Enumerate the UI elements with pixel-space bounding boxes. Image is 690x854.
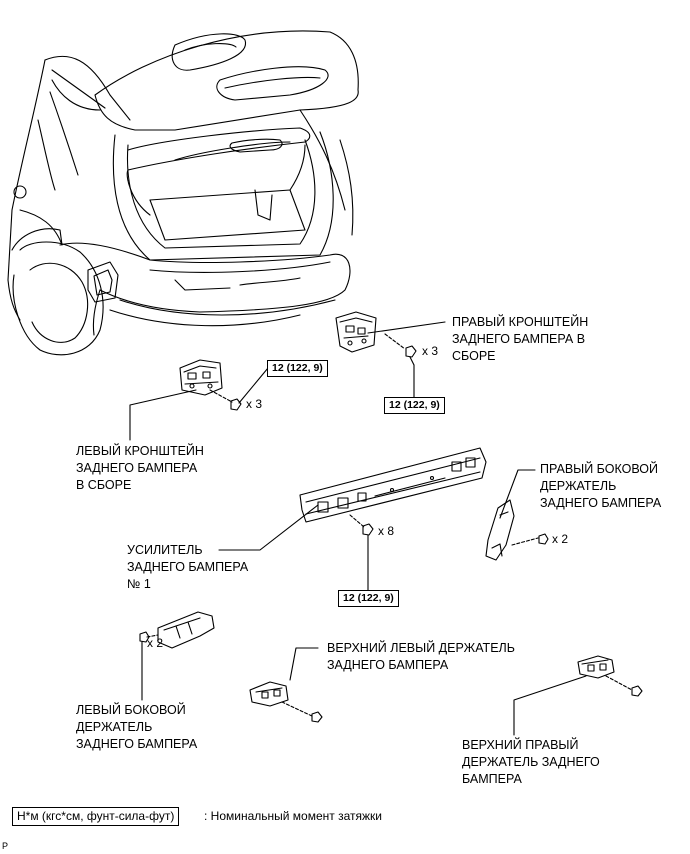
label-upper-right-retainer: ВЕРХНИЙ ПРАВЫЙ ДЕРЖАТЕЛЬ ЗАДНЕГО БАМПЕРА (462, 738, 600, 786)
right-side-retainer-leader (499, 469, 536, 519)
right-bracket-part (335, 311, 377, 353)
torque-legend-text: : Номинальный момент затяжки (204, 809, 382, 823)
label-left-bracket: ЛЕВЫЙ КРОНШТЕЙН ЗАДНЕГО БАМПЕРА В СБОРЕ (76, 444, 204, 492)
qty-left-side-retainer-screws: x 2 (147, 636, 164, 650)
left-side-retainer-screw (139, 631, 159, 643)
left-bracket-leader (129, 389, 197, 441)
label-left-side-retainer: ЛЕВЫЙ БОКОВОЙ ДЕРЖАТЕЛЬ ЗАДНЕГО БАМПЕРА (76, 703, 198, 751)
left-torque-leader (238, 367, 269, 404)
right-bracket-leader (367, 321, 446, 334)
reinforcement-bolt (349, 514, 374, 591)
upper-right-retainer-part (577, 655, 615, 679)
torque-reinforcement: 12 (122, 9) (338, 590, 399, 607)
reinforcement-part (299, 447, 487, 523)
qty-left-bracket-bolts: x 3 (246, 397, 263, 411)
vehicle-rear-illustration (7, 30, 359, 356)
torque-right-bracket: 12 (122, 9) (384, 397, 445, 414)
left-bracket-part (179, 359, 223, 396)
qty-right-bracket-bolts: x 3 (422, 344, 439, 358)
label-right-side-retainer: ПРАВЫЙ БОКОВОЙ ДЕРЖАТЕЛЬ ЗАДНЕГО БАМПЕРА (540, 462, 662, 510)
label-reinforcement: УСИЛИТЕЛЬ ЗАДНЕГО БАМПЕРА № 1 (127, 543, 249, 591)
label-upper-left-retainer: ВЕРХНИЙ ЛЕВЫЙ ДЕРЖАТЕЛЬ ЗАДНЕГО БАМПЕРА (327, 641, 515, 672)
torque-legend-box: Н*м (кгс*см, фунт-сила-фут) (12, 807, 180, 826)
right-bracket-bolt (384, 333, 417, 366)
qty-right-side-retainer-screws: x 2 (552, 532, 569, 546)
upper-right-retainer-leader (513, 675, 587, 736)
qty-reinforcement-bolts: x 8 (378, 524, 395, 538)
label-right-bracket: ПРАВЫЙ КРОНШТЕЙН ЗАДНЕГО БАМПЕРА В СБОРЕ (452, 315, 589, 363)
corner-mark: P (2, 841, 9, 851)
reinforcement-leader (218, 504, 319, 551)
upper-right-retainer-screw (605, 675, 643, 697)
left-side-retainer-part (157, 611, 215, 649)
upper-left-retainer-leader (289, 647, 319, 681)
left-bracket-bolt (209, 389, 242, 411)
right-side-retainer-screw (511, 533, 549, 546)
upper-left-retainer-part (249, 681, 289, 707)
torque-left-bracket: 12 (122, 9) (267, 360, 328, 377)
right-side-retainer-part (485, 499, 515, 561)
upper-left-retainer-screw (281, 701, 323, 723)
